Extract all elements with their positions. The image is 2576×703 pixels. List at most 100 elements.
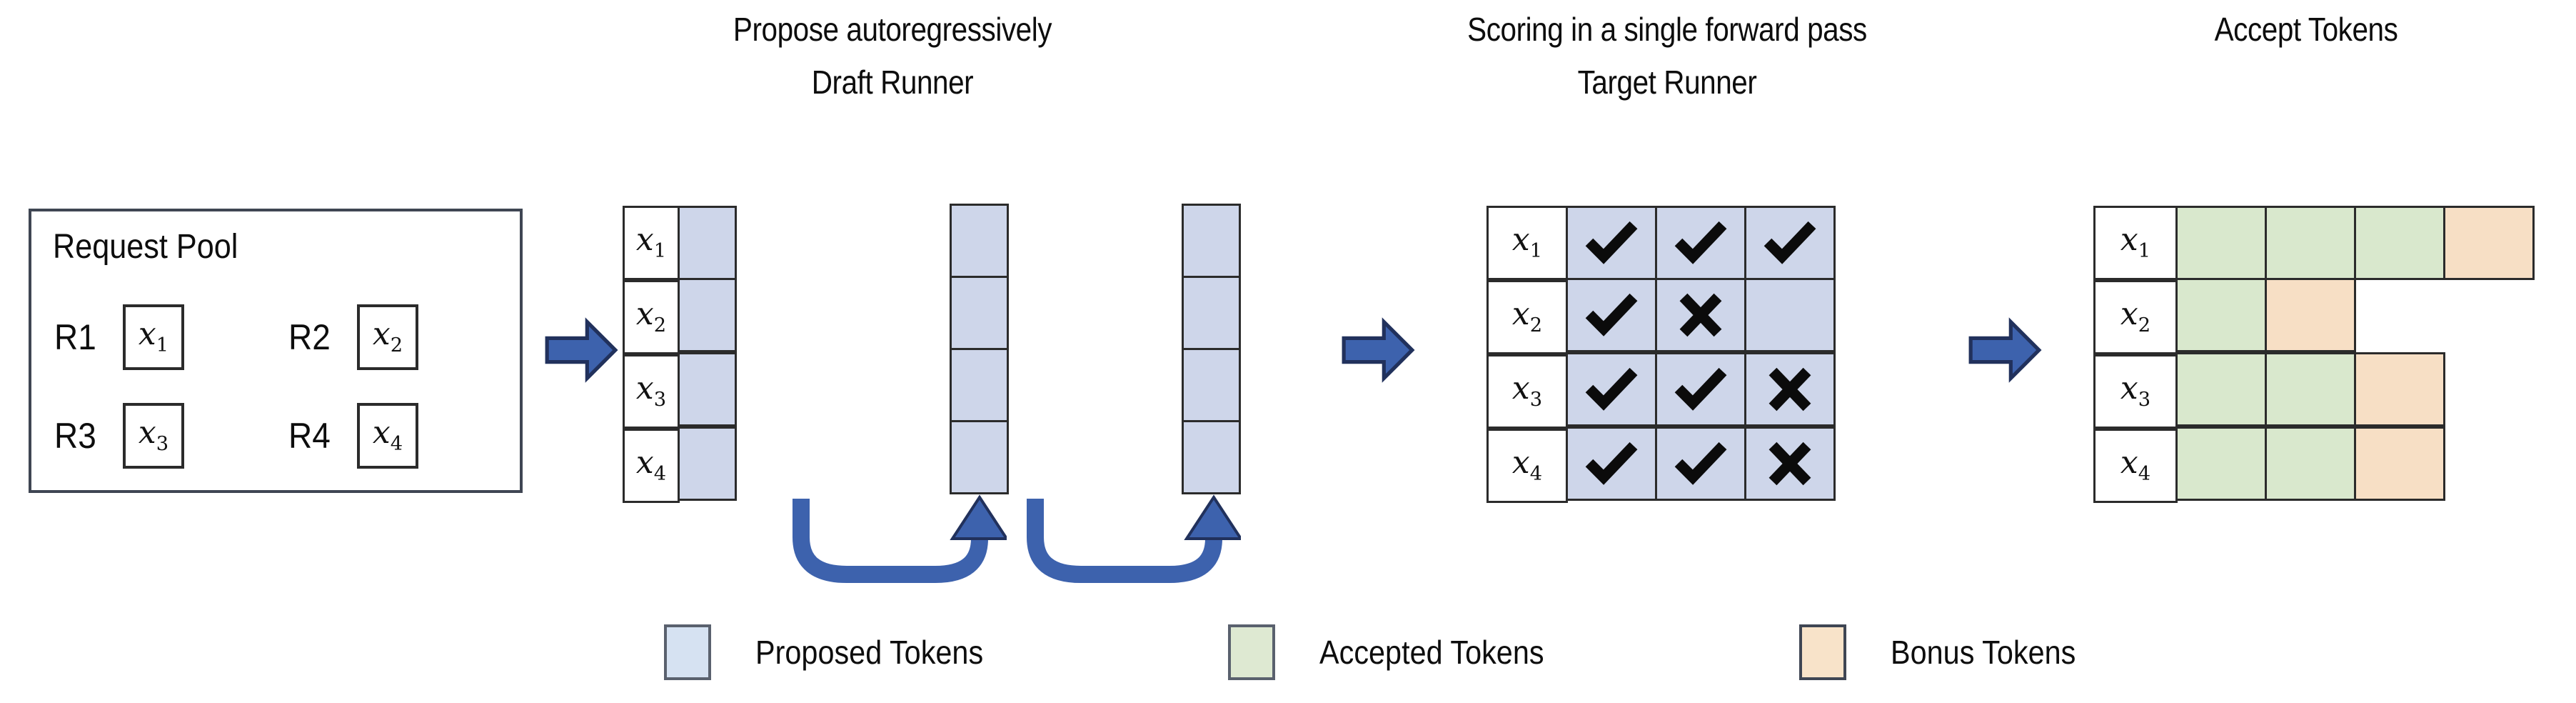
accept-cell-accepted <box>2265 427 2356 501</box>
accept-row: x1 <box>2093 206 2535 280</box>
request-label-r3: R3 <box>54 416 96 456</box>
target-cell-check <box>1655 352 1746 427</box>
legend-label-bonus: Bonus Tokens <box>1891 634 2076 671</box>
draft-cell-proposed <box>1182 276 1241 350</box>
target-row-label: x2 <box>1486 280 1568 354</box>
accept-tokens-grid: x1 x2 x3 x4 <box>2093 206 2535 503</box>
draft-row: x2 <box>623 278 737 354</box>
flow-arrow-draft-to-target <box>1341 313 1415 387</box>
check-icon <box>1585 221 1638 265</box>
accept-row-label: x4 <box>2093 429 2178 503</box>
legend-item-accepted: Accepted Tokens <box>1228 624 1569 680</box>
accept-row: x2 <box>2093 278 2535 354</box>
target-cell-empty <box>1744 278 1836 352</box>
accept-cell-bonus <box>2443 206 2535 280</box>
draft-row: x1 <box>623 206 737 280</box>
cross-icon <box>1678 293 1724 337</box>
draft-cell-proposed <box>678 206 737 280</box>
draft-cell-proposed <box>950 276 1009 350</box>
draft-runner-step-2-column <box>950 204 1009 494</box>
cross-icon <box>1767 367 1813 412</box>
target-cell-check <box>1566 352 1657 427</box>
target-runner-caption: Scoring in a single forward pass <box>1467 11 1867 48</box>
request-row-r4: R4 x4 <box>288 403 418 469</box>
request-pool-box: Request Pool R1 x1 R2 x2 R3 x3 R4 x4 <box>29 209 523 493</box>
cross-icon <box>1767 442 1813 486</box>
accept-tokens-title: Accept Tokens <box>2214 11 2398 48</box>
check-icon <box>1764 221 1816 265</box>
target-cell-check <box>1655 206 1746 280</box>
draft-row: x3 <box>623 352 737 429</box>
check-icon <box>1674 367 1727 412</box>
legend-swatch-proposed <box>664 624 711 680</box>
draft-row: x4 <box>623 427 737 503</box>
draft-cell-proposed <box>950 420 1009 494</box>
check-icon <box>1674 442 1727 486</box>
draft-row-label: x1 <box>623 206 680 280</box>
request-label-r4: R4 <box>288 416 331 456</box>
accept-cell-bonus <box>2265 278 2356 352</box>
flow-arrow-pool-to-draft <box>544 313 618 387</box>
target-cell-check <box>1566 427 1657 501</box>
draft-runner-caption: Propose autoregressively <box>733 11 1052 48</box>
check-icon <box>1585 293 1638 337</box>
accept-cell-accepted <box>2175 352 2267 427</box>
draft-cell-proposed <box>678 352 737 427</box>
draft-cell-proposed <box>950 204 1009 278</box>
target-runner-grid: x1 x2 <box>1486 206 1836 503</box>
accept-cell-bonus <box>2354 427 2445 501</box>
request-row-r1: R1 x1 <box>54 304 184 370</box>
accept-row-label: x2 <box>2093 280 2178 354</box>
draft-cell-proposed <box>678 427 737 501</box>
draft-runner-step-3-column <box>1182 204 1241 494</box>
flow-arrow-target-to-accept <box>1968 313 2042 387</box>
request-token-r2: x2 <box>357 304 418 370</box>
draft-cell-proposed <box>1182 420 1241 494</box>
request-row-r2: R2 x2 <box>288 304 418 370</box>
legend-item-proposed: Proposed Tokens <box>664 624 1009 680</box>
target-row: x1 <box>1486 206 1836 280</box>
legend-swatch-bonus <box>1799 624 1846 680</box>
draft-cell-proposed <box>678 278 737 352</box>
accept-cell-accepted <box>2265 206 2356 280</box>
request-row-r3: R3 x3 <box>54 403 184 469</box>
target-cell-cross <box>1744 427 1836 501</box>
accept-cell-accepted <box>2175 206 2267 280</box>
check-icon <box>1585 442 1638 486</box>
target-row-label: x3 <box>1486 354 1568 429</box>
check-icon <box>1674 221 1727 265</box>
draft-cell-proposed <box>1182 348 1241 422</box>
target-row: x3 <box>1486 352 1836 429</box>
target-cell-check <box>1655 427 1746 501</box>
legend-label-accepted: Accepted Tokens <box>1319 634 1544 671</box>
accept-cell-accepted <box>2354 206 2445 280</box>
target-row-label: x1 <box>1486 206 1568 280</box>
draft-runner-grid: x1 x2 x3 x4 <box>623 206 737 503</box>
draft-loop-arrow-2 <box>1020 494 1244 598</box>
request-token-r1: x1 <box>123 304 184 370</box>
request-token-r4: x4 <box>357 403 418 469</box>
draft-runner-title: Draft Runner <box>811 64 974 101</box>
legend-item-bonus: Bonus Tokens <box>1799 624 2096 680</box>
accept-row-label: x3 <box>2093 354 2178 429</box>
legend-swatch-accepted <box>1228 624 1275 680</box>
target-cell-check <box>1566 278 1657 352</box>
accept-cell-accepted <box>2265 352 2356 427</box>
draft-row-label: x4 <box>623 429 680 503</box>
target-row: x2 <box>1486 278 1836 354</box>
target-row-label: x4 <box>1486 429 1568 503</box>
target-cell-check <box>1566 206 1657 280</box>
accept-cell-accepted <box>2175 427 2267 501</box>
accept-row-label: x1 <box>2093 206 2178 280</box>
request-pool-title: Request Pool <box>53 228 238 266</box>
target-cell-cross <box>1655 278 1746 352</box>
request-label-r2: R2 <box>288 317 331 357</box>
request-label-r1: R1 <box>54 317 96 357</box>
accept-cell-bonus <box>2354 352 2445 427</box>
draft-row-label: x3 <box>623 354 680 429</box>
draft-row-label: x2 <box>623 280 680 354</box>
legend-label-proposed: Proposed Tokens <box>755 634 984 671</box>
request-token-r3: x3 <box>123 403 184 469</box>
accept-cell-accepted <box>2175 278 2267 352</box>
